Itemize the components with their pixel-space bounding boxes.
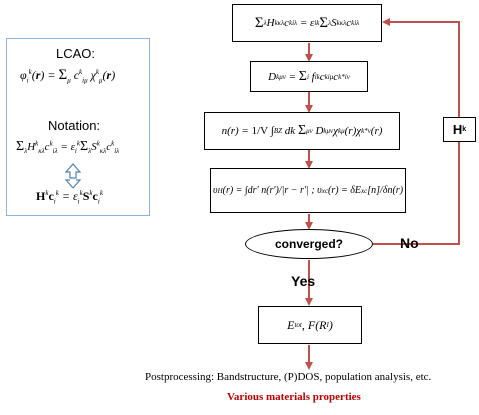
materials-properties-text: Various materials properties	[227, 391, 361, 403]
no-label: No	[400, 235, 419, 251]
notation-formula: ΣλHkκλckiλ = εikΣλSkκλckiλ	[16, 139, 120, 156]
matrix-formula: Hkcik = εikSkcik	[36, 189, 103, 206]
yes-label: Yes	[291, 273, 316, 289]
lcao-formula: φik(r) = Σμ ckiμ χkμ(r)	[20, 67, 116, 85]
lcao-notation-panel	[6, 38, 150, 216]
postprocessing-text: Postprocessing: Bandstructure, (P)DOS, p…	[145, 371, 432, 383]
notation-heading: Notation:	[48, 118, 101, 133]
converged-decision: converged?	[245, 229, 373, 259]
lcao-heading: LCAO:	[56, 46, 96, 61]
